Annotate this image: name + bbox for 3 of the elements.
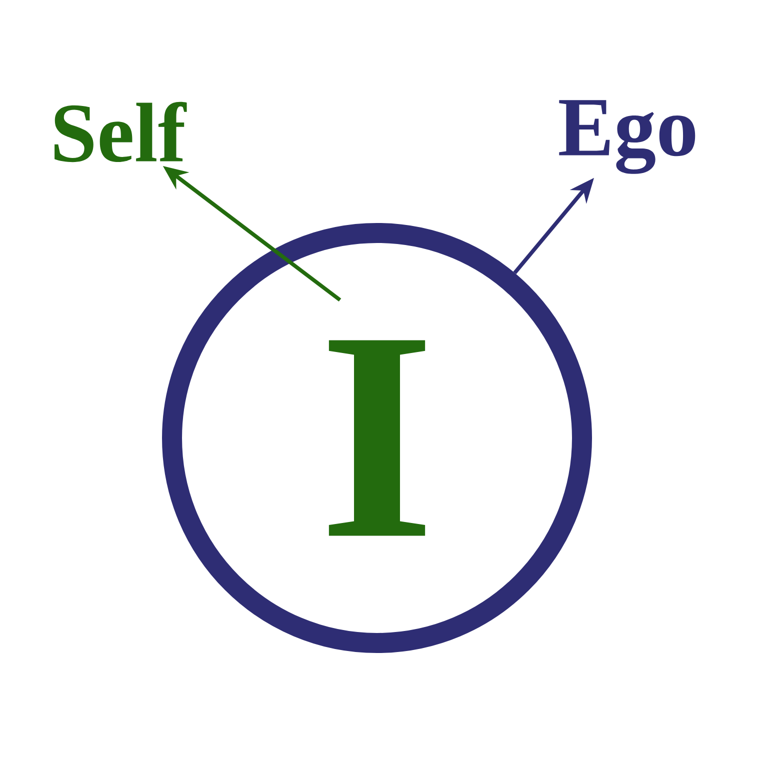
- circle-node: I: [162, 223, 592, 653]
- word-label: Ego: [559, 100, 696, 174]
- word-label: Self: [54, 102, 187, 162]
